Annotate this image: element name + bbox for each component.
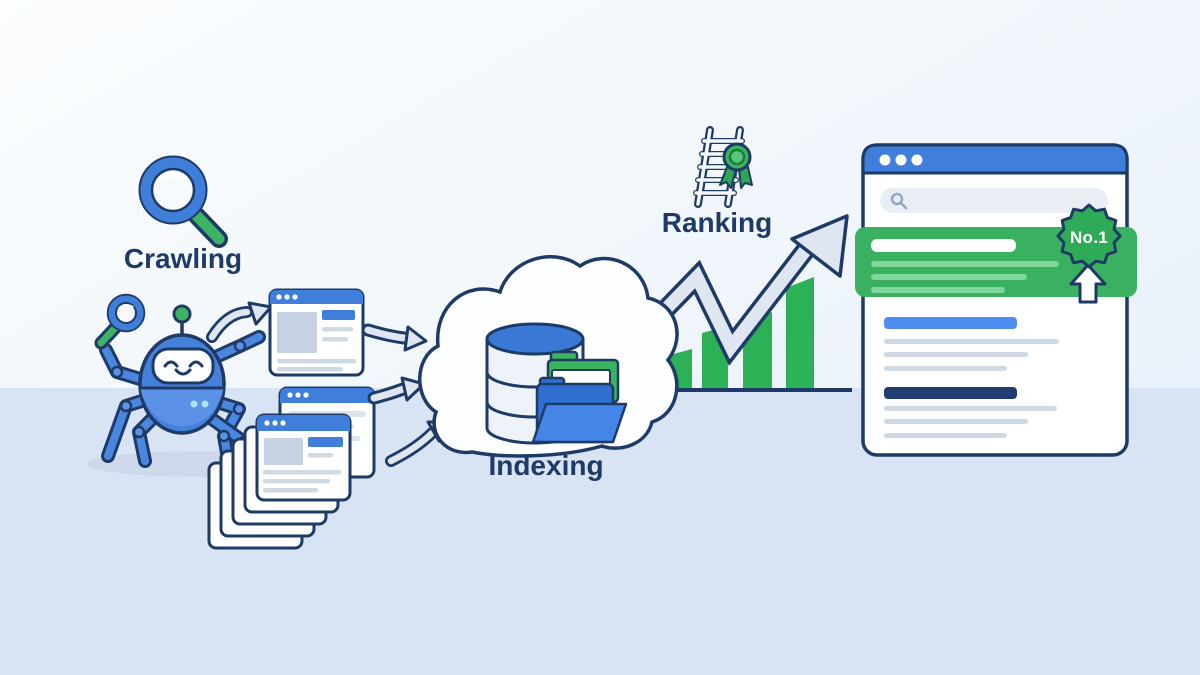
robot-eye xyxy=(163,360,179,368)
placeholder-line xyxy=(322,337,348,342)
window-dot xyxy=(287,392,293,398)
placeholder-line xyxy=(277,359,356,364)
rank-up-arrow-icon xyxy=(1069,263,1107,304)
blue-folder-front xyxy=(531,402,628,444)
placeholder-line xyxy=(871,274,1027,280)
window-titlebar xyxy=(280,388,374,403)
indexing-label: Indexing xyxy=(488,450,603,481)
placeholder-line xyxy=(884,366,1007,371)
browser-window-icon: No.1 xyxy=(855,143,1137,457)
placeholder-line xyxy=(263,479,330,484)
search-icon xyxy=(890,192,908,210)
ranking-label: Ranking xyxy=(662,207,772,238)
robot-smile xyxy=(174,368,192,376)
placeholder-line xyxy=(884,433,1007,438)
result-title-bar xyxy=(871,239,1016,252)
titlebar-dots xyxy=(879,154,923,166)
growth-bar xyxy=(786,277,814,388)
search-input xyxy=(880,188,1108,213)
placeholder-image xyxy=(264,438,303,465)
folder-icon xyxy=(531,350,628,444)
robot-eye xyxy=(188,360,204,368)
robot-face xyxy=(151,347,215,385)
robot-body-dot xyxy=(201,400,209,408)
rank-one-seal-icon: No.1 xyxy=(1056,203,1122,269)
arrow-page1-to-cloud xyxy=(361,323,428,352)
search-result-3 xyxy=(884,387,1057,438)
placeholder-line xyxy=(884,406,1057,411)
window-dot xyxy=(280,420,286,426)
window-titlebar xyxy=(270,290,363,304)
window-dot xyxy=(264,420,270,426)
placeholder-line xyxy=(884,339,1059,344)
result-title-bar xyxy=(884,387,1017,399)
placeholder-line xyxy=(871,261,1059,267)
search-result-2 xyxy=(884,317,1059,371)
search-result-1-highlight: No.1 xyxy=(855,203,1137,304)
window-dot xyxy=(272,420,278,426)
window-dot xyxy=(295,392,301,398)
magnifying-glass-icon xyxy=(138,155,228,248)
placeholder-image xyxy=(277,312,317,353)
placeholder-line xyxy=(263,488,318,493)
placeholder-line xyxy=(308,453,333,458)
browser-titlebar xyxy=(861,143,1129,175)
arrow-robot-to-page xyxy=(206,301,273,343)
robot-body-dot xyxy=(190,400,198,408)
window-dot xyxy=(895,154,907,166)
placeholder-button xyxy=(322,310,355,320)
robot-magnifier-icon xyxy=(94,293,146,350)
search-bar xyxy=(880,188,1108,213)
award-medal-icon xyxy=(719,142,753,189)
robot-antenna-ball xyxy=(172,304,192,324)
window-dot xyxy=(911,154,923,166)
rank-one-badge-label: No.1 xyxy=(1070,228,1108,247)
webpage-window-3 xyxy=(255,413,352,502)
result-title-bar xyxy=(884,317,1017,329)
placeholder-button xyxy=(308,437,343,447)
window-dot xyxy=(284,294,290,300)
placeholder-line xyxy=(263,470,341,475)
placeholder-line xyxy=(277,367,343,372)
placeholder-line xyxy=(884,352,1028,357)
placeholder-line xyxy=(871,287,1005,293)
webpage-window-1 xyxy=(268,288,365,377)
window-titlebar xyxy=(257,415,350,431)
window-dot xyxy=(276,294,282,300)
placeholder-line xyxy=(884,419,1028,424)
crawling-label: Crawling xyxy=(124,243,242,274)
window-dot xyxy=(303,392,309,398)
robot-body-lower xyxy=(140,388,224,427)
window-dot xyxy=(292,294,298,300)
window-dot xyxy=(879,154,891,166)
placeholder-line xyxy=(322,327,353,332)
